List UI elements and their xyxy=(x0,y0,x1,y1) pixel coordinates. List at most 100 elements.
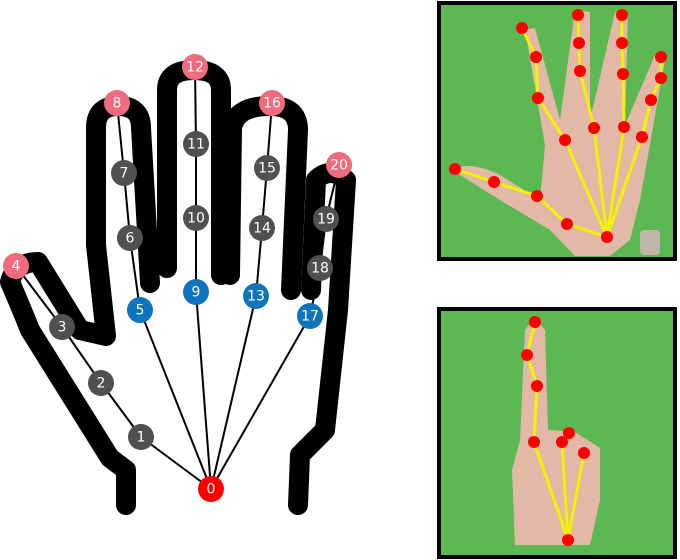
keypoint-label: 15 xyxy=(258,161,276,177)
hand-outline xyxy=(0,60,356,515)
keypoint-marker xyxy=(259,90,285,116)
connection-0-1 xyxy=(140,436,212,490)
photo-keypoint xyxy=(578,447,590,459)
keypoint-11: 11 xyxy=(183,131,209,157)
photo1-keypoints xyxy=(449,9,667,243)
keypoint-marker xyxy=(3,253,29,279)
keypoint-label: 3 xyxy=(58,320,67,336)
hand-silhouette xyxy=(452,10,665,256)
photo-connection xyxy=(563,139,609,238)
photo-keypoint xyxy=(559,134,571,146)
photo-keypoint xyxy=(531,190,543,202)
keypoint-12: 12 xyxy=(182,54,208,80)
keypoint-label: 7 xyxy=(120,166,129,182)
keypoint-marker xyxy=(182,54,208,80)
keypoint-13: 13 xyxy=(243,283,269,309)
photo-keypoint xyxy=(572,9,584,21)
photo-connection xyxy=(560,441,570,541)
photo1-connections xyxy=(454,14,663,239)
photo-connection xyxy=(536,97,567,141)
photo-keypoint xyxy=(529,316,541,328)
photo-keypoint xyxy=(655,72,667,84)
keypoint-2: 2 xyxy=(88,370,114,396)
watch-band xyxy=(640,230,660,255)
keypoint-label: 6 xyxy=(126,231,135,247)
keypoint-label: 2 xyxy=(97,376,106,392)
keypoint-marker xyxy=(243,283,269,309)
photo-keypoint xyxy=(561,218,573,230)
keypoint-5: 5 xyxy=(127,297,153,323)
keypoint-label: 18 xyxy=(311,261,329,277)
keypoint-7: 7 xyxy=(111,160,137,186)
photo-connection xyxy=(605,136,644,238)
photo-keypoint xyxy=(556,436,568,448)
keypoint-marker xyxy=(249,215,275,241)
keypoint-4: 4 xyxy=(3,253,29,279)
photo-connection xyxy=(532,385,539,443)
keypoint-label: 4 xyxy=(12,259,21,275)
photo-connection xyxy=(566,222,608,239)
keypoint-marker xyxy=(127,297,153,323)
keypoint-label: 11 xyxy=(187,137,205,153)
photo-connection xyxy=(578,70,596,129)
keypoint-marker xyxy=(111,160,137,186)
keypoint-label: 8 xyxy=(113,96,122,112)
photo-connection xyxy=(566,452,586,541)
photo-keypoint xyxy=(616,37,628,49)
photo2-keypoints xyxy=(521,316,590,546)
photo-keypoint xyxy=(516,22,528,34)
photo-keypoint xyxy=(562,534,574,546)
keypoint-marker xyxy=(254,155,280,181)
keypoint-marker xyxy=(326,152,352,178)
photo-keypoint xyxy=(618,121,630,133)
keypoint-marker xyxy=(183,279,209,305)
photo-keypoint xyxy=(521,349,533,361)
thumb-outline xyxy=(0,235,136,515)
photo-keypoint xyxy=(530,51,542,63)
keypoint-3: 3 xyxy=(49,314,75,340)
pointing-hand-photo xyxy=(437,307,677,559)
photo-keypoint xyxy=(563,427,575,439)
photo-connection xyxy=(454,167,495,184)
photo-keypoint xyxy=(573,37,585,49)
photo-connection xyxy=(605,126,626,238)
keypoint-label: 19 xyxy=(317,212,335,228)
keypoint-label: 13 xyxy=(247,289,265,305)
keypoint-16: 16 xyxy=(259,90,285,116)
keypoint-17: 17 xyxy=(297,303,323,329)
keypoint-15: 15 xyxy=(254,155,280,181)
keypoint-marker xyxy=(128,424,154,450)
keypoint-label: 9 xyxy=(192,285,201,301)
keypoint-label: 0 xyxy=(207,482,216,498)
photo-connection xyxy=(640,99,653,138)
connection-0-17 xyxy=(210,315,311,490)
keypoint-6: 6 xyxy=(117,225,143,251)
keypoint-marker xyxy=(297,303,323,329)
photo-keypoint xyxy=(449,163,461,175)
photo-keypoint xyxy=(528,436,540,448)
keypoint-marker xyxy=(183,205,209,231)
keypoint-marker xyxy=(117,225,143,251)
connection-0-9 xyxy=(195,291,212,490)
keypoint-marker xyxy=(198,476,224,502)
photo-keypoint xyxy=(588,122,600,134)
keypoint-marker xyxy=(307,255,333,281)
photo-keypoint xyxy=(616,9,628,21)
keypoint-label: 10 xyxy=(187,211,205,227)
keypoint-label: 17 xyxy=(301,309,319,325)
photo-connection xyxy=(534,56,540,99)
photo-connection xyxy=(532,441,570,541)
middle-finger-outline xyxy=(157,60,231,285)
keypoint-marker xyxy=(183,131,209,157)
photo-keypoint xyxy=(574,65,586,77)
keypoint-label: 14 xyxy=(253,221,271,237)
keypoint-marker xyxy=(313,206,339,232)
photo-keypoint xyxy=(601,231,613,243)
keypoint-9: 9 xyxy=(183,279,209,305)
keypoint-label: 12 xyxy=(186,60,204,76)
keypoint-18: 18 xyxy=(307,255,333,281)
photo-keypoint xyxy=(636,131,648,143)
keypoint-marker xyxy=(88,370,114,396)
